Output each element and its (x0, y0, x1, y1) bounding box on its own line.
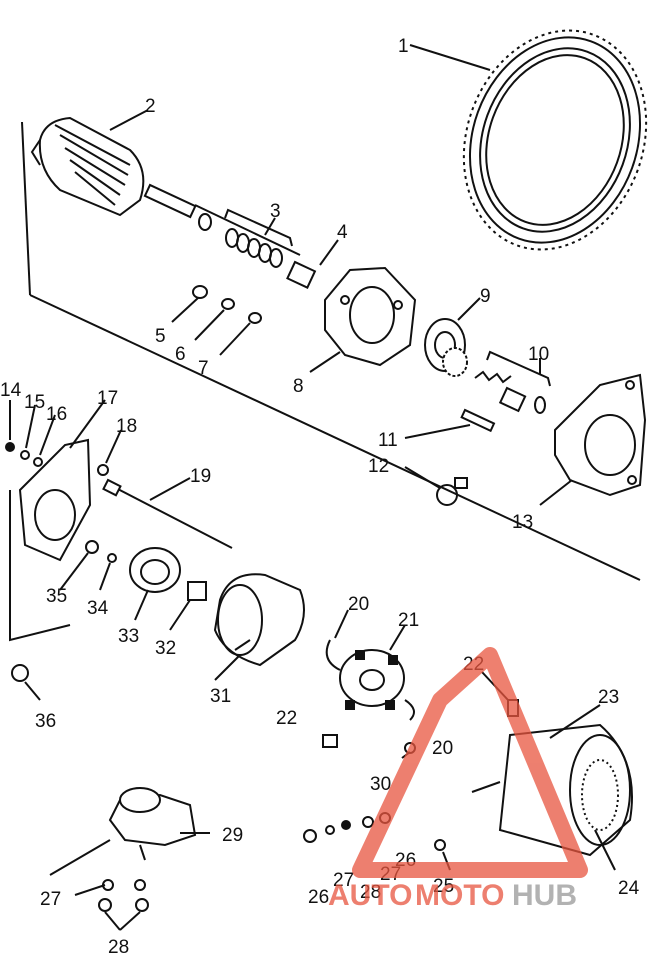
label-7: 7 (198, 358, 209, 379)
screw-36 (11, 664, 29, 682)
part-10-spring (474, 350, 551, 414)
brush-22a (322, 734, 338, 748)
label-4: 4 (337, 222, 348, 243)
washer-18 (97, 464, 109, 476)
armature (30, 116, 301, 256)
label-36: 36 (35, 711, 56, 732)
label-29: 29 (222, 825, 243, 846)
label-2: 2 (145, 96, 156, 117)
label-26b: 26 (308, 887, 329, 908)
label-28b: 28 (108, 937, 129, 955)
label-5: 5 (155, 326, 166, 347)
through-bolt-19 (102, 478, 233, 549)
label-18: 18 (116, 416, 137, 437)
callout-labels: 1 2 3 4 5 6 7 8 9 10 11 12 13 14 15 16 1… (0, 36, 640, 955)
label-10: 10 (528, 344, 549, 365)
nut-28b (135, 898, 149, 912)
label-28a: 28 (360, 882, 381, 903)
shaft-parts (192, 208, 317, 324)
nut-14 (5, 442, 15, 452)
label-35: 35 (46, 586, 67, 607)
label-14: 14 (0, 380, 22, 401)
label-27c: 27 (40, 889, 61, 910)
label-21: 21 (398, 610, 419, 631)
solenoid-29 (49, 787, 197, 876)
bushing-32 (187, 581, 207, 601)
label-19: 19 (190, 466, 211, 487)
brush-plate-33 (129, 547, 181, 593)
washer-27b (362, 816, 374, 828)
screw-35 (85, 540, 99, 554)
label-20b: 20 (432, 738, 453, 759)
label-16: 16 (46, 404, 67, 425)
label-22b: 22 (276, 708, 297, 729)
nut-26 (303, 829, 317, 843)
washer-15 (20, 450, 30, 460)
ring-gear (462, 29, 648, 251)
label-6: 6 (175, 344, 186, 365)
label-13: 13 (512, 512, 533, 533)
pin-11 (460, 408, 496, 433)
washer-16 (33, 457, 43, 467)
label-3: 3 (270, 201, 281, 222)
label-34: 34 (87, 598, 109, 619)
spring-3 (225, 228, 283, 268)
label-15: 15 (24, 392, 45, 413)
watermark: AUTO MOTO HUB (328, 647, 588, 912)
washer-27 (325, 825, 335, 835)
label-23: 23 (598, 687, 619, 708)
terminal-bolt (471, 781, 501, 793)
nut-28 (341, 820, 351, 830)
watermark-part2: MOTO (415, 879, 504, 912)
end-cover-31 (213, 573, 305, 667)
label-31: 31 (210, 686, 231, 707)
label-8: 8 (293, 376, 304, 397)
label-17: 17 (97, 388, 118, 409)
label-1: 1 (398, 36, 409, 57)
label-27a: 27 (333, 870, 354, 891)
label-20a: 20 (348, 594, 369, 615)
label-33: 33 (118, 626, 139, 647)
brush-holder-21 (339, 649, 405, 710)
watermark-part3: HUB (512, 879, 577, 912)
label-30: 30 (370, 774, 391, 795)
wire-20 (325, 639, 415, 721)
watermark-triangle (352, 647, 588, 878)
label-24: 24 (618, 878, 640, 899)
nut-28a (98, 898, 112, 912)
end-plate-17 (9, 438, 92, 642)
front-housing (324, 266, 417, 367)
screw-25 (434, 839, 446, 851)
washer-34 (107, 553, 117, 563)
pinion-gear (424, 318, 468, 377)
watermark-part1: AUTO (328, 879, 412, 912)
label-9: 9 (480, 286, 491, 307)
mounting-bracket (554, 373, 647, 497)
label-12: 12 (368, 456, 389, 477)
label-11: 11 (378, 430, 398, 451)
label-32: 32 (155, 638, 176, 659)
label-25: 25 (433, 876, 454, 897)
washer-27d (134, 879, 146, 891)
